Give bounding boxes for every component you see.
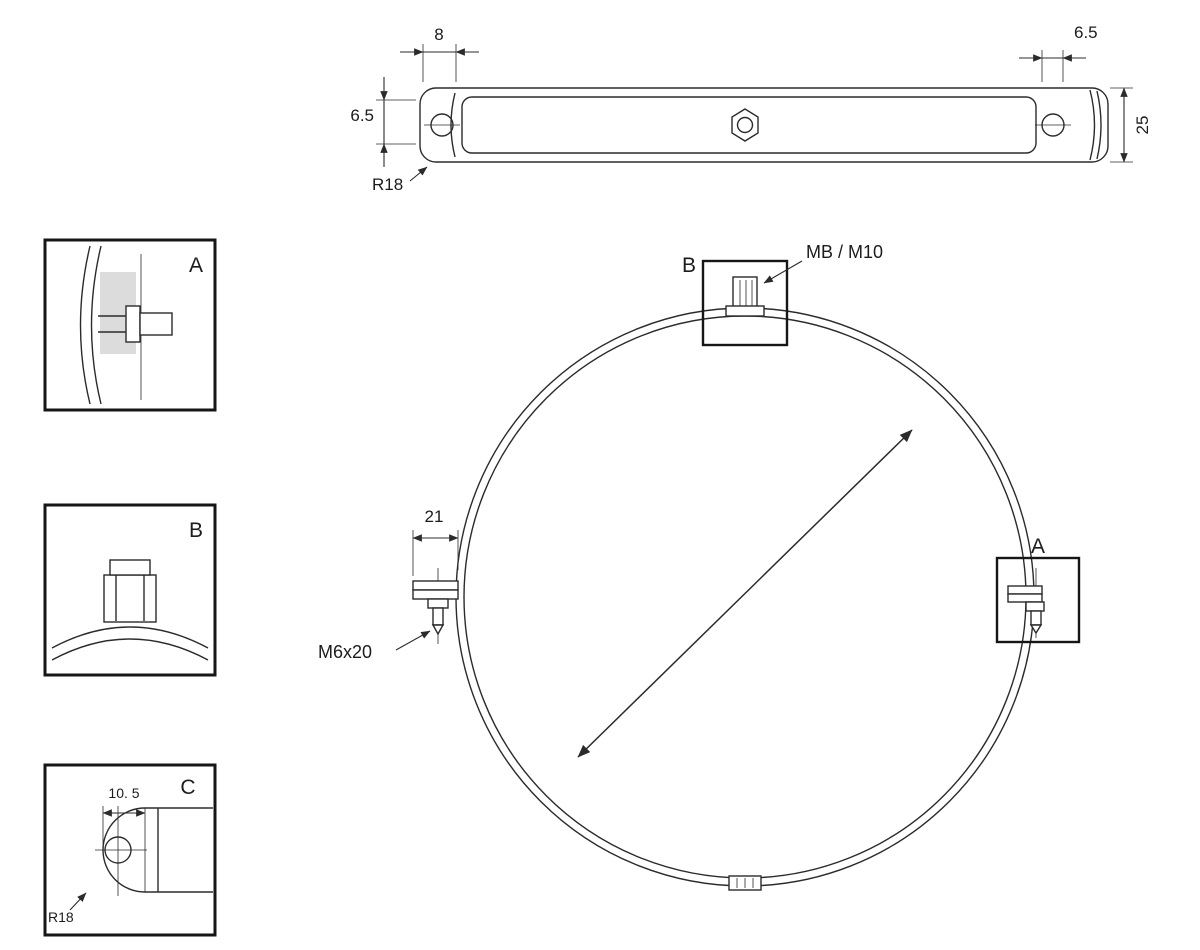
- detail-a-bolt-head: [125, 305, 141, 343]
- detail-a-tag: A: [1031, 535, 1045, 558]
- detail-box-b: B: [43, 503, 217, 677]
- detail-box-b-label: B: [189, 519, 203, 542]
- center-hex-nut: [731, 108, 759, 142]
- left-bolt-shank: [432, 607, 444, 626]
- diameter-arrow: [577, 429, 913, 758]
- band-right-end-curve-1: [1089, 89, 1096, 161]
- right-bolt-tip: [1029, 624, 1043, 635]
- left-flange-plate-1: [412, 580, 459, 591]
- detail-a-bolt-shank: [139, 312, 173, 336]
- detail-b-tag: B: [682, 254, 696, 277]
- dim-25-label: 25: [1133, 116, 1152, 135]
- detail-box-a-label: A: [189, 254, 203, 277]
- detail-box-c-border: [43, 763, 217, 937]
- dim-21-label: 21: [425, 507, 444, 526]
- center-hex-nut-hole: [736, 116, 754, 134]
- detail-b-band-arc-1: [51, 626, 209, 649]
- top-bolt-base: [725, 305, 765, 317]
- detail-box-a: A: [43, 238, 217, 412]
- m6x20-label: M6x20: [318, 642, 372, 662]
- ring-inner: [463, 315, 1027, 879]
- right-flange-plate-2: [1007, 593, 1043, 603]
- top-bolt-shank: [732, 276, 758, 309]
- dim-65l-label: 6.5: [350, 106, 374, 125]
- band-right-end-curve-2: [1096, 90, 1102, 160]
- right-flange-plate-1: [1007, 585, 1043, 595]
- left-bolt-head: [427, 598, 449, 609]
- detail-b-nut-cap: [109, 559, 151, 576]
- left-bolt-tip: [431, 624, 445, 636]
- r18-label: R18: [372, 175, 403, 194]
- main-ring-view: B MB / M10 21 M6x20 A: [318, 242, 1081, 891]
- detail-frame-b: [701, 259, 789, 347]
- detail-box-c: 10. 5 R18 C: [43, 763, 217, 937]
- ring-outer: [455, 307, 1035, 887]
- detail-b-nut-body: [103, 574, 157, 623]
- dim-65tr-label: 6.5: [1074, 23, 1098, 42]
- detail-c-dim-label: 10. 5: [108, 785, 139, 801]
- detail-box-c-label: C: [180, 776, 195, 799]
- detail-frame-a: [995, 556, 1081, 644]
- detail-a-band-arc-2: [90, 245, 102, 405]
- band-outline: [419, 87, 1109, 163]
- top-side-view: 8 6.5 6.5 25 R18: [350, 23, 1152, 194]
- detail-box-b-border: [43, 503, 217, 677]
- detail-b-band-arc-2: [51, 638, 209, 661]
- detail-c-r18-label: R18: [48, 909, 74, 925]
- top-bolt-callout: MB / M10: [806, 242, 883, 262]
- m6x20-leader: [395, 630, 431, 651]
- dim-8-label: 8: [434, 25, 443, 44]
- top-bolt-leader: [763, 260, 803, 284]
- left-flange-plate-2: [412, 589, 459, 600]
- detail-a-band-arc-1: [79, 245, 91, 405]
- right-bolt-head: [1025, 601, 1045, 612]
- right-bolt-shank: [1030, 610, 1042, 626]
- r18-leader: [409, 166, 428, 182]
- detail-c-r18-leader: [69, 892, 87, 911]
- detail-box-a-border: [43, 238, 217, 412]
